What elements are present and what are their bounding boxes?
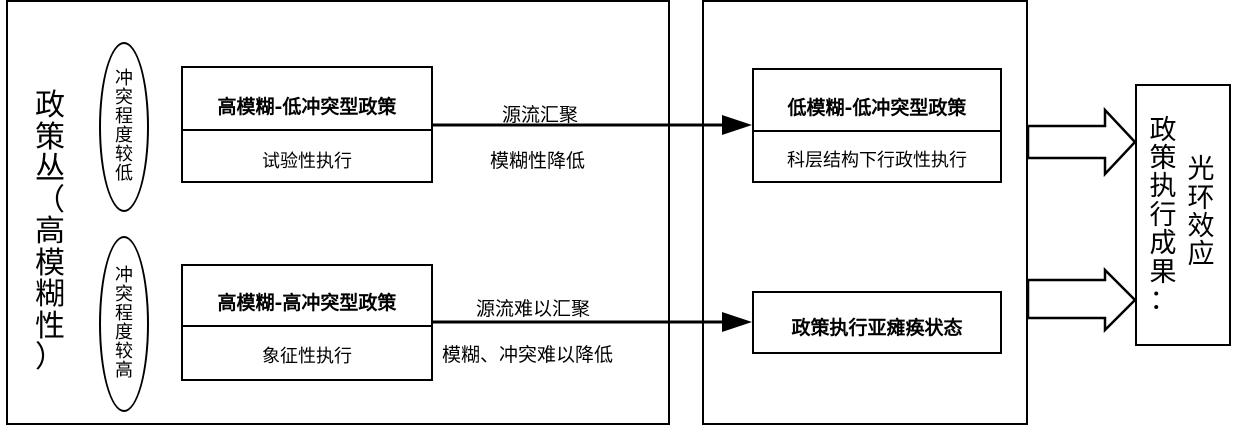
result-char: 效 [1187, 211, 1215, 242]
box-divider [181, 325, 433, 327]
title-char: ） [35, 340, 65, 376]
ellipse-char: 突 [115, 284, 133, 306]
result-char: 策 [1149, 143, 1177, 175]
box-divider [181, 129, 433, 131]
title-char: 政 [35, 88, 65, 124]
arrow-bottom-head [722, 312, 752, 332]
ellipse-char: 突 [115, 87, 133, 109]
result-char: 应 [1187, 239, 1215, 271]
block-arrow-bottom [1026, 266, 1137, 334]
title-char: 性 [35, 308, 65, 344]
ellipse-char: 程 [115, 106, 133, 128]
result-char: ： [1149, 284, 1177, 316]
title-char: 糊 [35, 277, 65, 313]
policy-title: 低模糊-低冲突型政策 [787, 97, 967, 119]
title-char: （ [35, 182, 65, 218]
arrow-top-label-below: 模糊性降低 [490, 150, 586, 172]
policy-cluster-title: 政 策 丛 （ 高 模 糊 性 ） [28, 88, 72, 376]
result-char: 果 [1149, 256, 1177, 288]
policy-box-sub-paralysis: 政策执行亚瘫痪状态 [752, 291, 1002, 354]
result-label: 政 策 执 行 成 果 ： [1145, 100, 1181, 332]
ellipse-char: 度 [115, 125, 133, 146]
arrow-bottom-label-below: 模糊、冲突难以降低 [442, 344, 614, 366]
ellipse-char: 较 [115, 340, 133, 362]
policy-title: 高模糊-低冲突型政策 [217, 96, 397, 118]
result-char: 环 [1187, 182, 1215, 214]
policy-box-high-ambiguity-high-conflict: 高模糊-高冲突型政策 象征性执行 [181, 264, 433, 381]
arrow-top-label-above: 源流汇聚 [502, 104, 579, 126]
ellipse-char: 度 [115, 322, 133, 343]
arrow-top-head [722, 115, 752, 135]
policy-box-high-ambiguity-low-conflict: 高模糊-低冲突型政策 试验性执行 [181, 66, 433, 183]
conflict-low-ellipse: 冲 突 程 度 较 低 [99, 42, 149, 212]
title-char: 模 [35, 245, 65, 281]
ellipse-char: 冲 [115, 68, 133, 90]
block-arrow-top [1026, 106, 1137, 178]
ellipse-char: 程 [115, 303, 133, 325]
result-char: 政 [1149, 114, 1177, 146]
title-char: 高 [35, 214, 65, 250]
ellipse-char: 较 [115, 143, 133, 165]
title-char: 丛 [35, 151, 65, 187]
policy-box-low-ambiguity-low-conflict: 低模糊-低冲突型政策 科层结构下行政性执行 [752, 68, 1002, 183]
result-char: 光 [1187, 154, 1215, 186]
box-divider [752, 130, 1002, 132]
arrow-bottom-label-above: 源流难以汇聚 [476, 298, 591, 320]
conflict-high-ellipse: 冲 突 程 度 较 高 [99, 236, 149, 412]
title-char: 策 [35, 119, 65, 155]
result-char: 行 [1149, 199, 1177, 231]
policy-subtitle: 科层结构下行政性执行 [787, 150, 967, 171]
policy-subtitle: 试验性执行 [262, 151, 352, 172]
result-char: 成 [1149, 228, 1177, 260]
result-value: 光 环 效 应 [1183, 148, 1219, 278]
ellipse-char: 高 [115, 359, 133, 381]
result-char: 执 [1149, 171, 1177, 203]
ellipse-char: 低 [115, 162, 133, 184]
policy-subtitle: 象征性执行 [262, 346, 352, 367]
left-panel [6, 0, 670, 425]
policy-title: 政策执行亚瘫痪状态 [791, 317, 963, 339]
policy-title: 高模糊-高冲突型政策 [217, 292, 397, 314]
middle-panel [702, 0, 1028, 425]
result-box: 政 策 执 行 成 果 ： 光 环 效 应 [1135, 84, 1231, 346]
ellipse-char: 冲 [115, 265, 133, 287]
